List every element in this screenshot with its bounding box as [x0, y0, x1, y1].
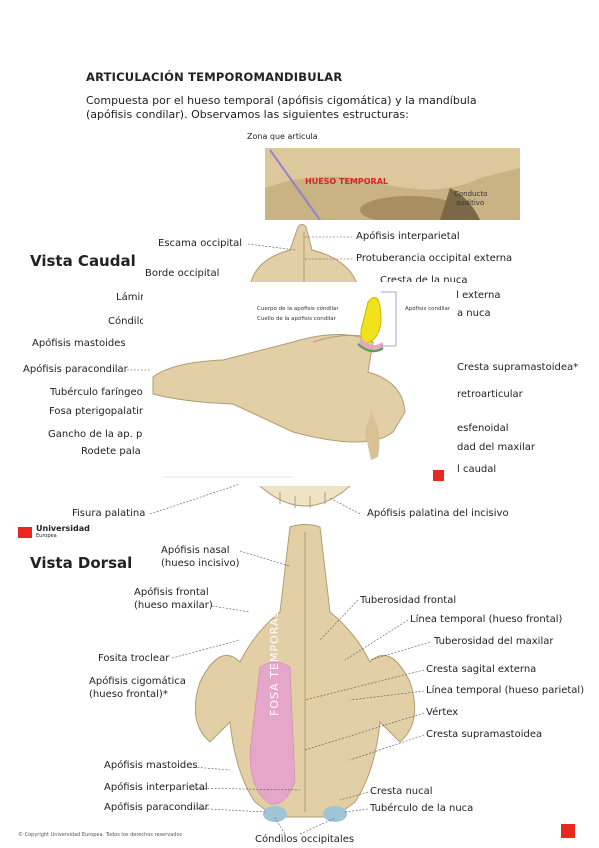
dorsal-label-vertex: Vértex: [426, 707, 459, 718]
dorsal-label-temporal-line-frontal: Línea temporal (hueso frontal): [410, 614, 563, 625]
red-marker: [433, 470, 444, 481]
dorsal-label-frontal-process: Apófisis frontal: [134, 587, 209, 598]
intro-paragraph: Compuesta por el hueso temporal (apófisi…: [86, 94, 477, 121]
caudal-label-external-crest: al externa: [450, 290, 501, 301]
caudal-label-maxillary-tuberosity: dad del maxilar: [457, 442, 536, 453]
dorsal-label-external-sagittal-crest: Cresta sagital externa: [426, 664, 537, 675]
dorsal-label-occipital-condyles: Cóndilos occipitales: [255, 834, 355, 845]
mandible-overlay-panel: [143, 282, 456, 487]
dorsal-label-nuchal-tubercle: Tubérculo de la nuca: [370, 803, 474, 814]
auditory-canal-label-2: auditivo: [456, 199, 485, 207]
zone-label: Zona que articula: [247, 132, 318, 141]
caudal-label-pharyngeal-tubercle: Tubérculo faríngeo: [50, 387, 143, 398]
dorsal-label-frontal-tuberosity: Tuberosidad frontal: [360, 595, 457, 606]
page-title: ARTICULACIÓN TEMPOROMANDIBULAR: [86, 70, 343, 84]
dorsal-label-trochlear-fossa: Fosita troclear: [98, 653, 170, 664]
caudal-label-nuchal-crest: Cresta de la nuca: [380, 275, 468, 286]
caudal-label-incisive-palatine: Apófisis palatina del incisivo: [367, 508, 509, 519]
label-condylar-neck: Cuello de la apófisis condilar: [257, 316, 336, 322]
temporal-bone-label: HUESO TEMPORAL: [305, 177, 388, 186]
copyright-notice: © Copyright Universidad Europea. Todos l…: [18, 832, 183, 838]
caudal-label-pterygopalatine: Fosa pterigopalatin: [49, 406, 146, 417]
caudal-label-paracondylar: Apófisis paracondilar: [23, 364, 128, 375]
caudal-label-palatine-fissure: Fisura palatina: [72, 508, 146, 519]
dorsal-view-heading: Vista Dorsal: [30, 554, 133, 572]
caudal-label-caudal: l caudal: [457, 464, 497, 475]
caudal-label-sphenoidal: esfenoidal: [457, 423, 509, 434]
university-logo-sub: Europea: [36, 533, 57, 539]
caudal-label-hamulus: Gancho de la ap. p: [48, 429, 143, 440]
caudal-label-lamina: Lámin: [116, 292, 147, 303]
auditory-canal-label: Conducto: [454, 190, 488, 198]
caudal-view-heading: Vista Caudal: [30, 252, 136, 270]
caudal-label-palatine-ridge: Rodete pala: [81, 446, 141, 457]
dorsal-label-paracondylar: Apófisis paracondilar: [104, 802, 209, 813]
dorsal-label-zygomatic-process-sub: (hueso frontal)*: [89, 689, 168, 700]
dorsal-label-interparietal: Apófisis interparietal: [104, 782, 208, 793]
dorsal-label-supramastoid-crest: Cresta supramastoidea: [426, 729, 543, 740]
incisor-teeth-image: [259, 486, 351, 508]
caudal-label-external-occipital-protuberance: Protuberancia occipital externa: [356, 253, 513, 264]
caudal-label-interparietal: Apófisis interparietal: [356, 231, 460, 242]
caudal-label-retroarticular: retroarticular: [457, 389, 523, 400]
temporal-bone-panel: [150, 128, 520, 220]
university-logo-text: Universidad: [36, 524, 90, 533]
dorsal-label-maxillary-tuberosity: Tuberosidad del maxilar: [434, 636, 554, 647]
temporal-bone-image: [265, 148, 520, 220]
caudal-label-condyle: Cóndilo: [108, 316, 146, 327]
caudal-label-nuchal: a nuca: [457, 308, 491, 319]
dorsal-label-nuchal-crest: Cresta nucal: [370, 786, 433, 797]
fossa-temporal-label: FOSA TEMPORAL: [268, 610, 281, 717]
caudal-label-occipital-border: Borde occipital: [145, 268, 220, 279]
footer-red-marker: [561, 824, 575, 838]
dorsal-label-temporal-line-parietal: Línea temporal (hueso parietal): [426, 685, 585, 696]
label-condylar-body: Cuerpo de la apófisis condilar: [257, 306, 339, 312]
university-logo-mark: [18, 527, 32, 538]
caudal-label-supramastoid-crest: Cresta supramastoidea*: [457, 362, 579, 373]
caudal-label-occipital-squama: Escama occipital: [158, 238, 243, 249]
label-condylar-process: Apófisis condilar: [405, 306, 451, 312]
dorsal-label-nasal-process: Apófisis nasal: [161, 545, 230, 556]
dorsal-label-frontal-process-sub: (hueso maxilar): [134, 600, 213, 611]
caudal-label-mastoid: Apófisis mastoides: [32, 338, 126, 349]
dorsal-label-zygomatic-process: Apófisis cigomática: [89, 676, 186, 687]
dorsal-label-nasal-process-sub: (hueso incisivo): [161, 558, 240, 569]
mandible-ventral-image: [152, 291, 406, 478]
dorsal-label-mastoid: Apófisis mastoides: [104, 760, 198, 771]
